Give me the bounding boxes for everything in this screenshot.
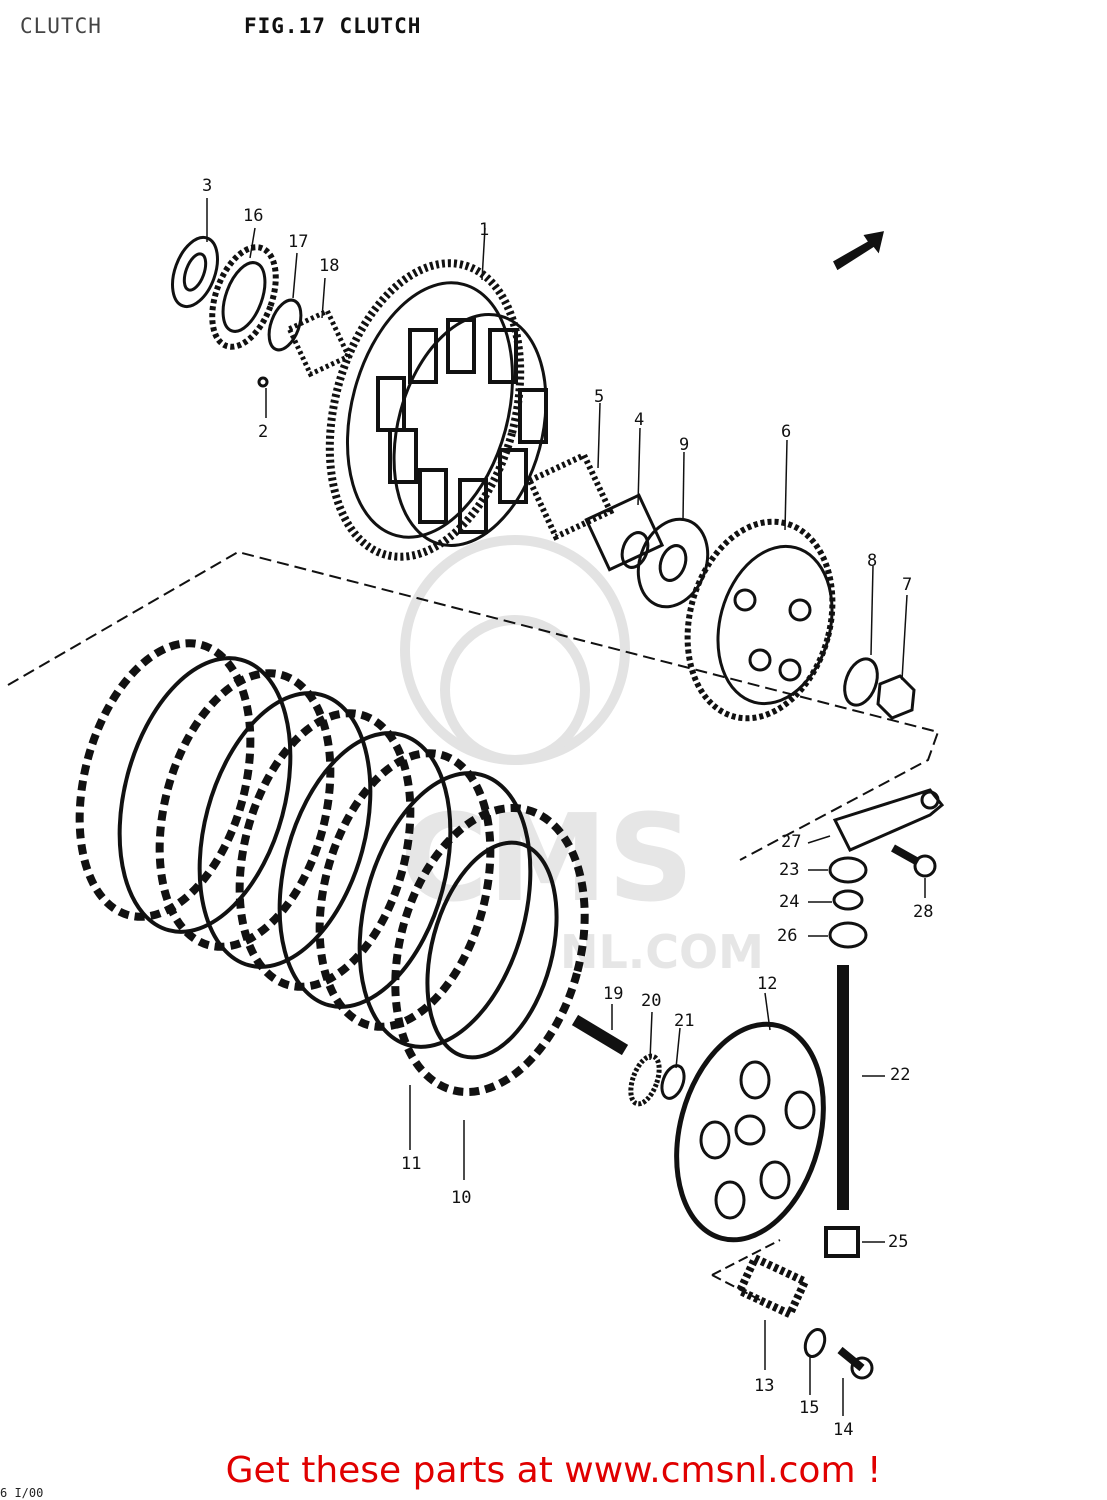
- part-1-housing: [392, 313, 548, 547]
- callout-16: 16: [243, 206, 264, 226]
- callout-23: 23: [779, 860, 800, 880]
- figure-title: FIG.17 CLUTCH: [244, 14, 422, 38]
- part-27-lever: [832, 788, 945, 852]
- part-9-washer: [636, 517, 710, 609]
- callout-11: 11: [401, 1154, 422, 1174]
- callout-20: 20: [641, 991, 662, 1011]
- assembly-frame: [7, 550, 940, 861]
- part-25-bearing: [824, 1226, 860, 1258]
- header-left-label: CLUTCH: [20, 14, 102, 38]
- callout-18: 18: [319, 256, 340, 276]
- part-7-nut: [876, 674, 916, 720]
- part-18-bearing: [285, 307, 352, 378]
- callout-1: 1: [479, 220, 490, 240]
- part-28-bolt: [891, 844, 920, 866]
- watermark-domain: NL.COM: [560, 925, 764, 979]
- leader-lines: [206, 198, 926, 1416]
- part-17-spacer: [267, 298, 303, 352]
- callout-21: 21: [674, 1011, 695, 1031]
- part-1-gear-rim: [325, 259, 525, 561]
- part-14-bolt: [837, 1346, 865, 1372]
- corner-label: 6 I/00: [0, 1486, 44, 1500]
- part-24-o-ring: [832, 889, 864, 911]
- callout-3: 3: [202, 176, 213, 196]
- part-4-sleeve: [584, 493, 665, 572]
- callout-24: 24: [779, 892, 800, 912]
- callout-12: 12: [757, 974, 778, 994]
- part-16-gear: [209, 244, 279, 350]
- callout-28: 28: [913, 902, 934, 922]
- part-15-washer: [803, 1327, 827, 1359]
- callout-5: 5: [594, 387, 605, 407]
- callout-7: 7: [902, 575, 913, 595]
- part-8-lock-washer: [843, 657, 879, 707]
- callout-26: 26: [777, 926, 798, 946]
- part-26-bushing: [828, 921, 868, 949]
- callout-17: 17: [288, 232, 309, 252]
- part-21-washer: [660, 1064, 686, 1100]
- part-13-spring: [734, 1252, 811, 1320]
- part-2-pin: [257, 376, 269, 388]
- callout-8: 8: [867, 551, 878, 571]
- part-5-needle-bearing: [525, 451, 615, 541]
- watermark-mascot: [400, 535, 630, 765]
- callout-19: 19: [603, 984, 624, 1004]
- callout-27: 27: [781, 832, 802, 852]
- part-12-pressure-plate: [674, 1021, 826, 1243]
- part-10-11-plate-stack: [75, 639, 589, 1096]
- callout-6: 6: [781, 422, 792, 442]
- callout-13: 13: [754, 1376, 775, 1396]
- callout-4: 4: [634, 410, 645, 430]
- footer-promo-text: Get these parts at www.cmsnl.com !: [225, 1450, 882, 1491]
- callout-2: 2: [258, 422, 269, 442]
- callout-14: 14: [833, 1420, 854, 1440]
- part-19-push-rod: [571, 1014, 629, 1056]
- callout-25: 25: [888, 1232, 909, 1252]
- part-23-seal: [828, 856, 868, 884]
- callout-10: 10: [451, 1188, 472, 1208]
- callout-15: 15: [799, 1398, 820, 1418]
- callout-22: 22: [890, 1065, 911, 1085]
- callout-9: 9: [679, 435, 690, 455]
- direction-arrow: [833, 231, 884, 271]
- part-20-bearing: [628, 1053, 662, 1107]
- part-6-clutch-hub: [684, 518, 836, 722]
